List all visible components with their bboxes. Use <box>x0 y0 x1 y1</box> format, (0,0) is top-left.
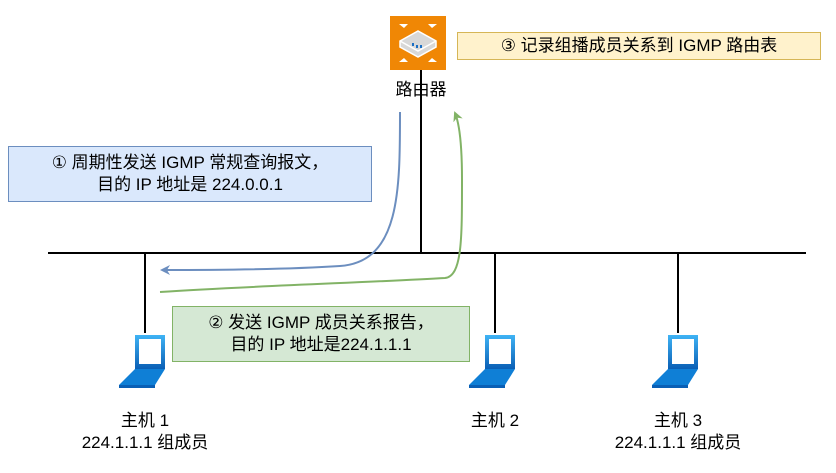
record-step-text: ③ 记录组播成员关系到 IGMP 路由表 <box>500 36 778 55</box>
query-step-box: ① 周期性发送 IGMP 常规查询报文， 目的 IP 地址是 224.0.0.1 <box>8 146 372 202</box>
query-arrow <box>160 111 401 275</box>
laptop-icon <box>652 335 698 388</box>
router-label: 路由器 <box>395 80 447 99</box>
laptop-icon <box>469 335 515 388</box>
router-icon <box>390 16 446 70</box>
host2-name: 主机 2 <box>470 411 520 430</box>
report-step-line1: ② 发送 IGMP 成员关系报告， <box>208 313 434 332</box>
record-step-box: ③ 记录组播成员关系到 IGMP 路由表 <box>457 32 821 60</box>
report-step-line2: 目的 IP 地址是224.1.1.1 <box>230 335 412 354</box>
host1-name: 主机 1 <box>120 411 170 430</box>
host1-group: 224.1.1.1 组成员 <box>81 433 209 452</box>
host3-group: 224.1.1.1 组成员 <box>614 433 742 452</box>
report-arrow <box>159 111 464 293</box>
laptop-icon <box>119 335 165 388</box>
query-step-line2: 目的 IP 地址是 224.0.0.1 <box>97 175 283 194</box>
query-step-line1: ① 周期性发送 IGMP 常规查询报文， <box>51 153 329 172</box>
report-step-box: ② 发送 IGMP 成员关系报告， 目的 IP 地址是224.1.1.1 <box>172 306 470 362</box>
host3-name: 主机 3 <box>653 411 703 430</box>
